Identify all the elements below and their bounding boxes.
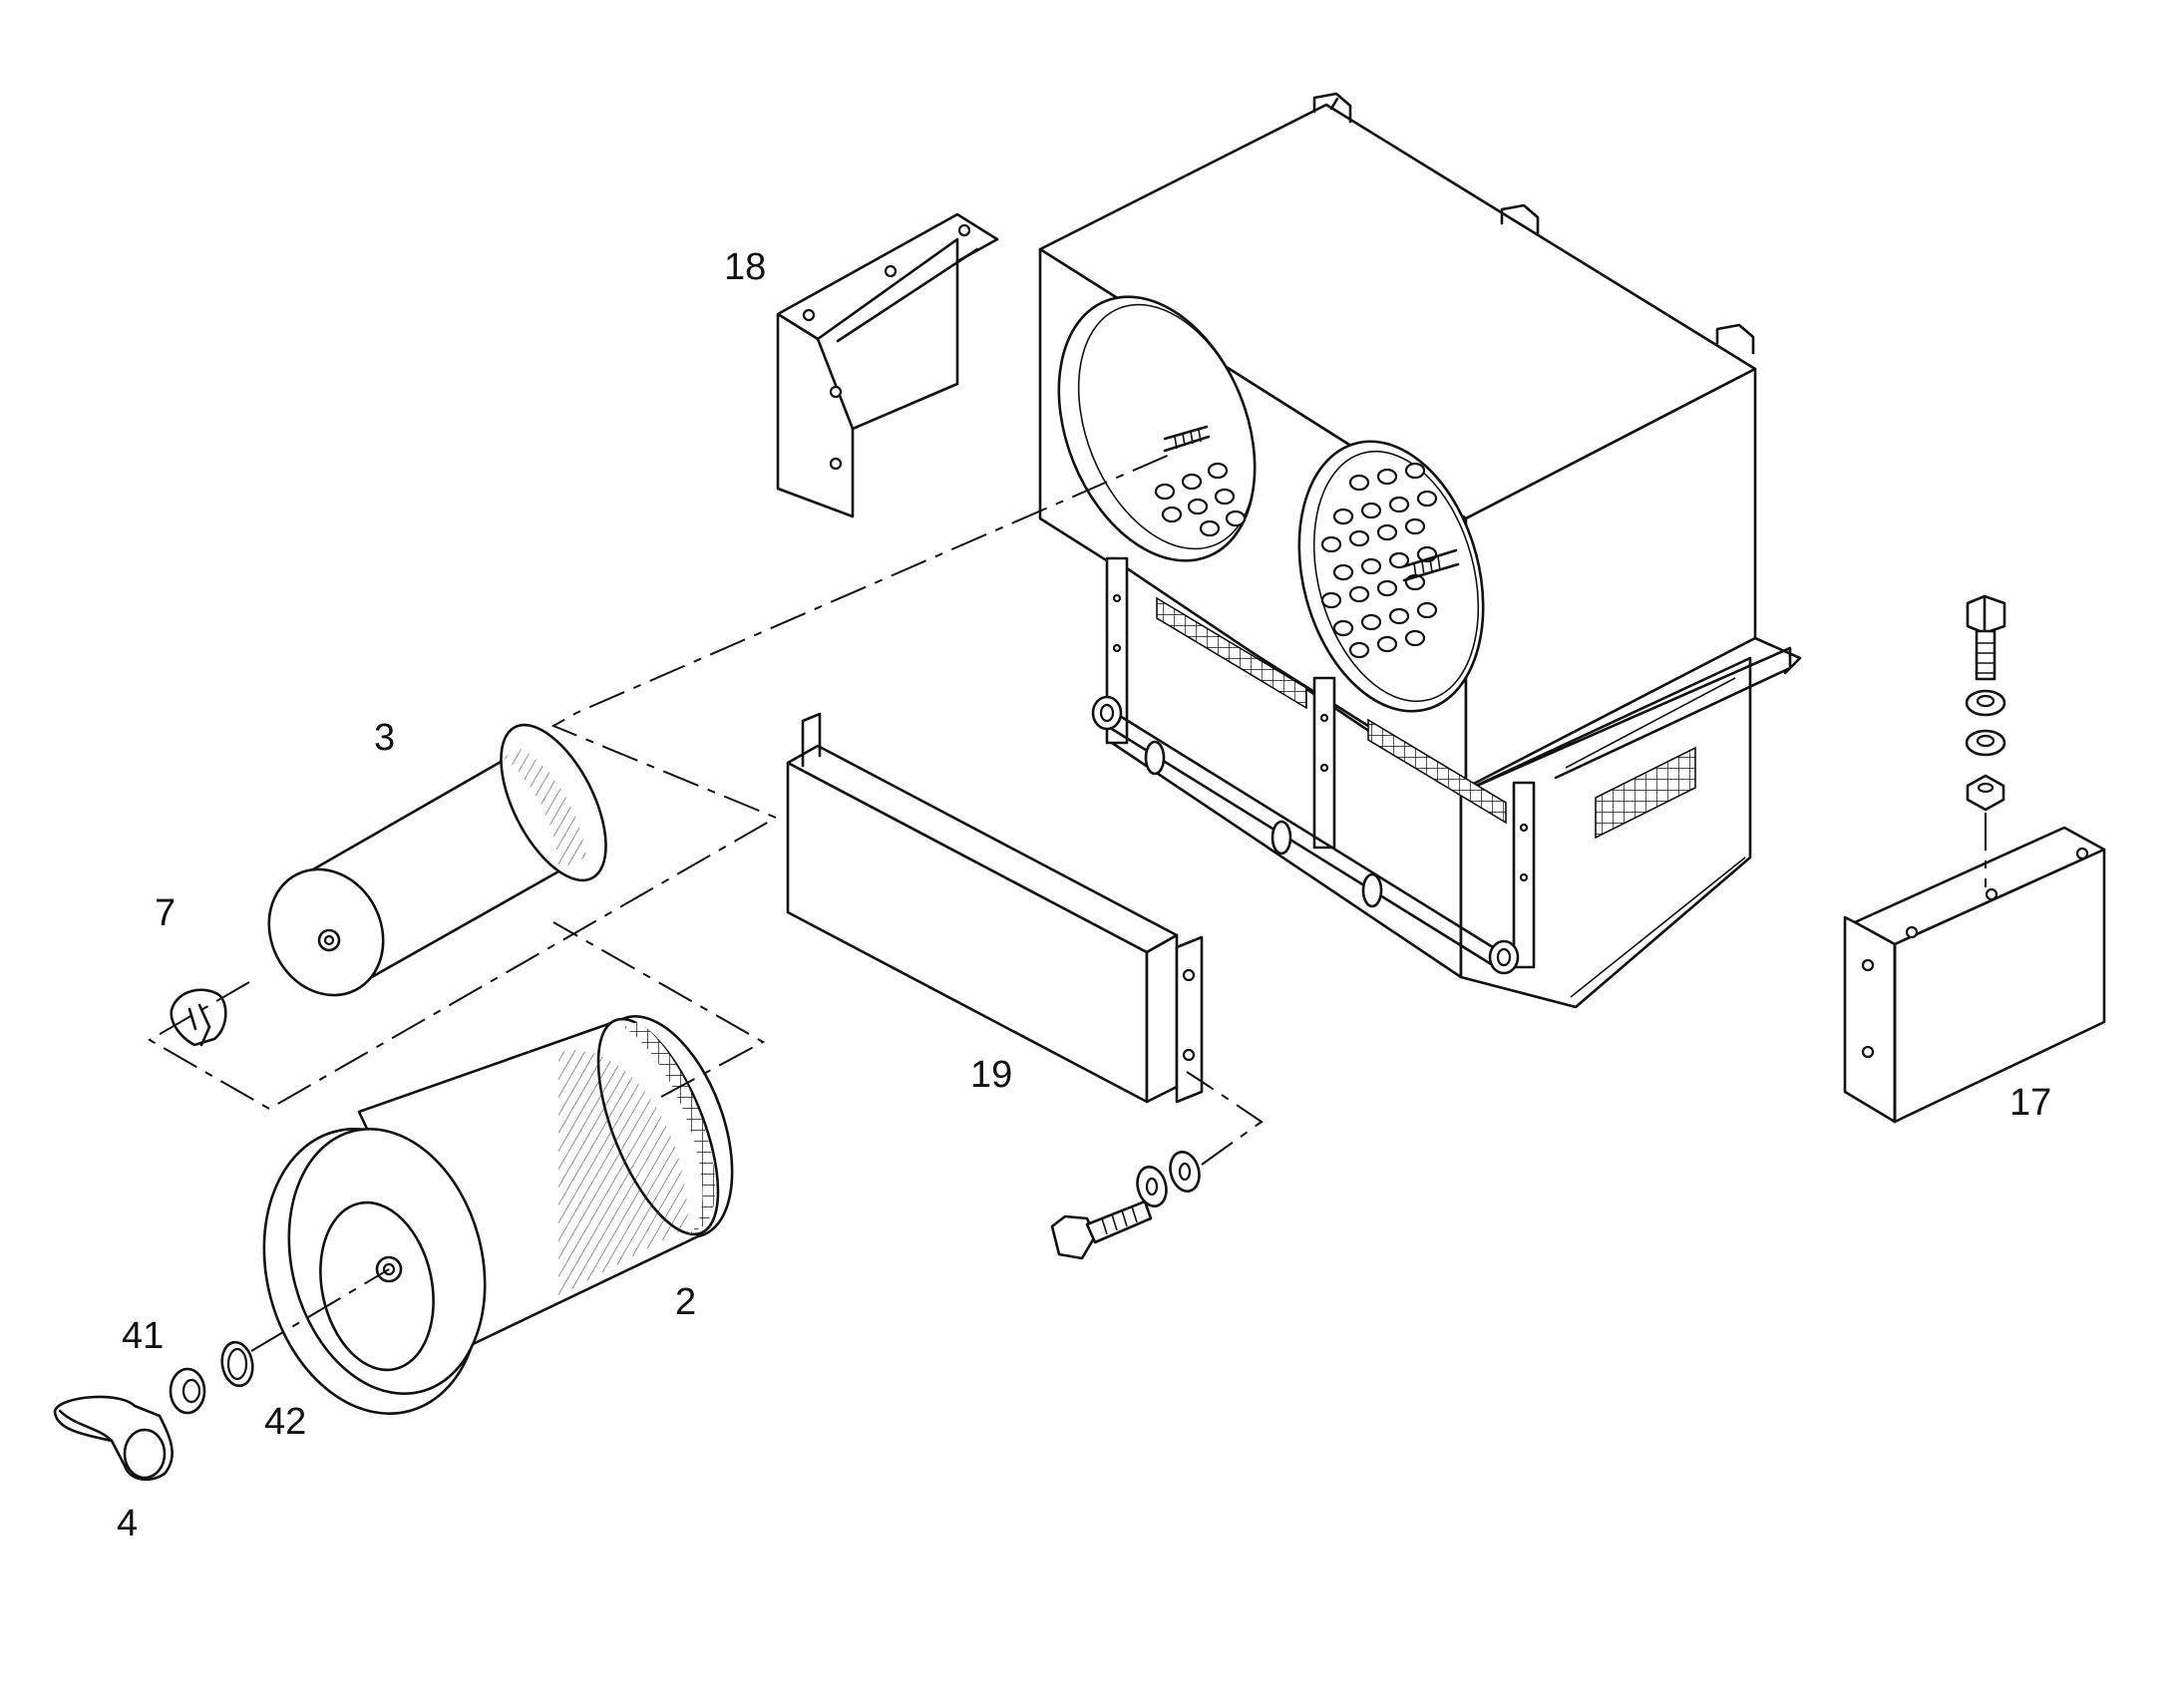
cover-19 bbox=[786, 712, 1204, 1104]
perforation-hole bbox=[1360, 557, 1382, 575]
callout-42: 42 bbox=[264, 1401, 306, 1443]
perforation-hole bbox=[1332, 508, 1354, 525]
callout-18: 18 bbox=[724, 246, 766, 288]
perforation-hole bbox=[1388, 551, 1410, 569]
perforation-hole bbox=[1348, 474, 1370, 492]
callout-3: 3 bbox=[374, 717, 395, 759]
perforation-hole bbox=[1332, 619, 1354, 637]
perforation-hole bbox=[1320, 535, 1342, 553]
callout-7: 7 bbox=[155, 892, 176, 934]
axis-line-3 bbox=[148, 453, 1173, 1111]
bolt-stack-17 bbox=[1965, 594, 2006, 887]
perforation-hole bbox=[1348, 585, 1370, 603]
perforation-hole bbox=[1376, 523, 1398, 541]
perforation-hole bbox=[1404, 517, 1426, 535]
perforation-hole bbox=[1348, 641, 1370, 659]
bolt-stack-19 bbox=[1050, 1071, 1264, 1260]
axis-line-frame bbox=[552, 921, 766, 1098]
perforation-hole bbox=[1416, 490, 1438, 508]
left-opening-holes bbox=[1154, 462, 1247, 537]
clip-7 bbox=[170, 988, 227, 1047]
perforation-hole bbox=[1332, 563, 1354, 581]
perforation-hole bbox=[1388, 496, 1410, 513]
perforation-hole bbox=[1404, 462, 1426, 480]
callout-labels: 18 3 7 19 17 2 41 42 4 bbox=[117, 246, 2051, 1544]
filter-element-2 bbox=[262, 1015, 734, 1415]
perforation-hole bbox=[1376, 579, 1398, 597]
perforation-hole bbox=[1360, 502, 1382, 519]
filter-element-3 bbox=[267, 723, 607, 997]
callout-4: 4 bbox=[117, 1503, 138, 1544]
perforation-hole bbox=[1404, 629, 1426, 647]
perforation-hole bbox=[1388, 607, 1410, 625]
perforation-hole bbox=[1348, 529, 1370, 547]
perforation-hole bbox=[1320, 591, 1342, 609]
callout-17: 17 bbox=[2009, 1082, 2051, 1124]
callout-19: 19 bbox=[970, 1054, 1012, 1096]
cover-17 bbox=[1843, 826, 2106, 1124]
wing-nut-4 bbox=[53, 1395, 174, 1482]
perforation-hole bbox=[1360, 613, 1382, 631]
bracket-18 bbox=[776, 212, 999, 518]
callout-41: 41 bbox=[122, 1315, 164, 1357]
perforation-hole bbox=[1376, 635, 1398, 653]
washer-41 bbox=[169, 1367, 206, 1415]
perforation-hole bbox=[1416, 601, 1438, 619]
filter-housing bbox=[1038, 92, 1802, 1009]
perforation-hole bbox=[1376, 468, 1398, 486]
callout-2: 2 bbox=[675, 1281, 696, 1323]
o-ring-42 bbox=[220, 1340, 254, 1388]
right-plate-holes bbox=[1320, 462, 1438, 659]
axis-line-2 bbox=[250, 1268, 390, 1352]
